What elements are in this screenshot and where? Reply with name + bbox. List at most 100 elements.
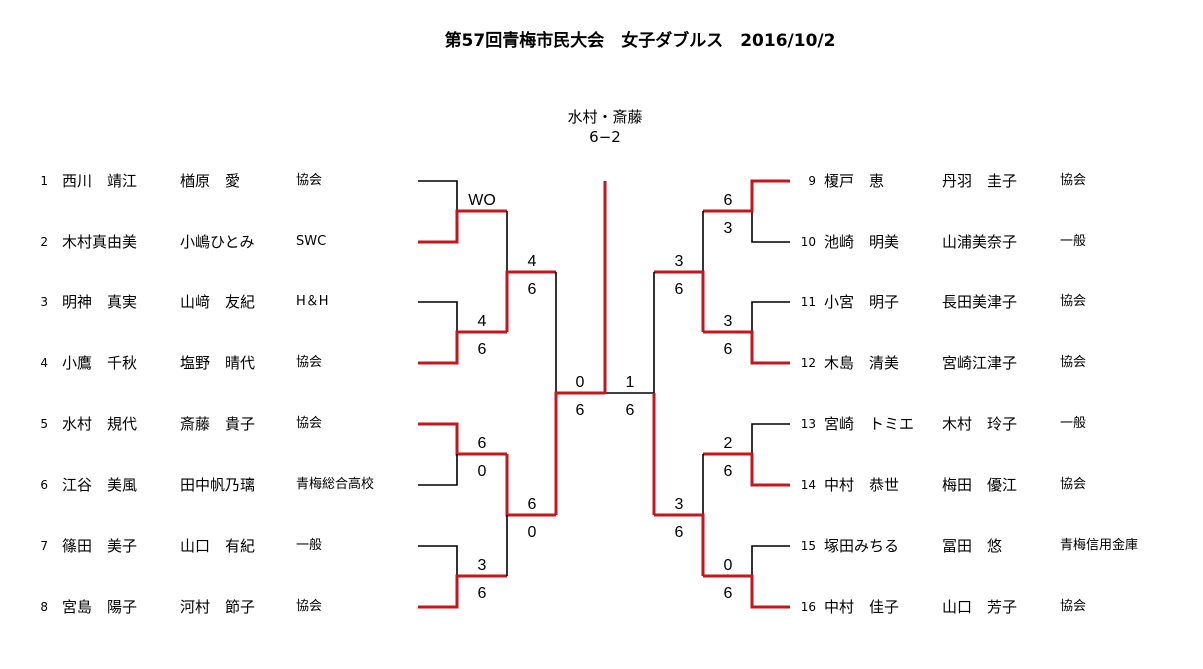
club-name: 青梅信用金庫 [1060, 538, 1139, 553]
player-2-name: 長田美津子 [942, 293, 1018, 311]
score-label: 6 [724, 463, 733, 480]
seed-number: 7 [40, 539, 48, 553]
score-label: 0 [724, 557, 733, 574]
score-label: 3 [675, 253, 684, 270]
club-name: 協会 [296, 355, 323, 370]
club-name: 協会 [1060, 477, 1087, 492]
player-2-name: 丹羽 圭子 [942, 172, 1018, 190]
score-label: WO [468, 192, 496, 209]
club-name: 協会 [1060, 355, 1087, 370]
player-2-name: 宮崎江津子 [942, 354, 1018, 372]
score-label: 6 [478, 435, 487, 452]
score-label: 3 [724, 313, 733, 330]
player-2-name: 楢原 愛 [180, 172, 241, 190]
bracket-line-winner [418, 330, 507, 365]
player-1-name: 明神 真実 [62, 293, 138, 311]
player-1-name: 小宮 明子 [824, 293, 900, 311]
player-1-name: 西川 靖江 [62, 172, 138, 190]
club-name: H＆H [296, 294, 329, 309]
score-label: 4 [478, 313, 487, 330]
seed-number: 14 [800, 478, 816, 492]
bracket-line [418, 454, 458, 486]
club-name: 協会 [296, 599, 323, 614]
player-1-name: 塚田みちる [824, 537, 900, 555]
seed-number: 15 [800, 539, 816, 553]
bracket-line-winner [703, 574, 790, 609]
player-2-name: 山口 有紀 [180, 537, 256, 555]
player-2-name: 塩野 晴代 [180, 354, 256, 372]
score-label: 6 [478, 341, 487, 358]
seed-number: 10 [800, 235, 816, 249]
champion-names: 水村・斎藤 [567, 108, 643, 126]
club-name: 協会 [296, 173, 323, 188]
score-label: 6 [528, 281, 537, 298]
player-2-name: 小嶋ひとみ [180, 233, 255, 251]
bracket-line-winner [654, 513, 705, 576]
seed-number: 3 [40, 295, 48, 309]
bracket-line-winner [418, 209, 507, 244]
player-2-name: 冨田 悠 [942, 537, 1003, 555]
score-label: 4 [528, 253, 537, 270]
bracket-line-winner [554, 391, 605, 515]
bracket-line [751, 545, 790, 576]
seed-number: 8 [40, 600, 48, 614]
bracket-line-winner [703, 330, 790, 365]
player-1-name: 木村真由美 [62, 233, 138, 251]
player-1-name: 中村 佳子 [824, 598, 900, 616]
bracket-line [418, 301, 458, 332]
score-label: 6 [675, 524, 684, 541]
score-label: 0 [478, 463, 487, 480]
player-1-name: 小鷹 千秋 [62, 354, 138, 372]
seed-number: 5 [40, 417, 48, 431]
player-1-name: 宮崎 トミエ [824, 415, 915, 433]
score-label: 6 [478, 585, 487, 602]
score-label: 3 [724, 220, 733, 237]
score-label: 6 [528, 496, 537, 513]
player-2-name: 木村 玲子 [942, 415, 1018, 433]
player-2-name: 山口 芳子 [942, 598, 1018, 616]
champion-score: 6−2 [589, 128, 621, 146]
player-2-name: 田中帆乃璃 [180, 476, 256, 494]
player-1-name: 水村 規代 [62, 415, 138, 433]
score-label: 0 [576, 374, 585, 391]
score-label: 6 [724, 341, 733, 358]
score-label: 3 [675, 496, 684, 513]
club-name: 協会 [1060, 294, 1087, 309]
player-1-name: 中村 恭世 [824, 476, 900, 494]
club-name: 協会 [1060, 599, 1087, 614]
score-label: 1 [626, 374, 635, 391]
club-name: 一般 [1060, 416, 1087, 431]
bracket-line-winner [418, 422, 507, 456]
page-title: 第57回青梅市民大会 女子ダブルス 2016/10/2 [444, 31, 836, 51]
bracket-line [751, 423, 790, 454]
seed-number: 16 [800, 600, 816, 614]
score-label: 6 [626, 402, 635, 419]
seed-number: 11 [800, 295, 816, 309]
bracket-line-winner [703, 452, 790, 487]
club-name: 協会 [1060, 173, 1087, 188]
player-1-name: 宮島 陽子 [62, 598, 138, 616]
seed-number: 6 [40, 478, 48, 492]
seed-number: 1 [40, 174, 48, 188]
bracket-line-winner [505, 270, 556, 332]
score-label: 6 [576, 402, 585, 419]
score-label: 6 [724, 192, 733, 209]
player-2-name: 河村 節子 [180, 598, 256, 616]
club-name: SWC [296, 234, 327, 249]
seed-number: 12 [800, 356, 816, 370]
seed-number: 9 [808, 174, 816, 188]
club-name: 青梅総合高校 [296, 477, 375, 492]
score-label: 2 [724, 435, 733, 452]
bracket-line [751, 211, 790, 243]
player-1-name: 篠田 美子 [62, 537, 138, 555]
player-1-name: 木島 清美 [824, 354, 900, 372]
player-1-name: 江谷 美風 [62, 476, 138, 494]
player-2-name: 山﨑 友紀 [180, 293, 256, 311]
score-label: 0 [528, 524, 537, 541]
club-name: 協会 [296, 416, 323, 431]
score-label: 6 [675, 281, 684, 298]
seed-number: 13 [800, 417, 816, 431]
player-1-name: 池崎 明美 [824, 233, 900, 251]
bracket-line [418, 545, 458, 576]
